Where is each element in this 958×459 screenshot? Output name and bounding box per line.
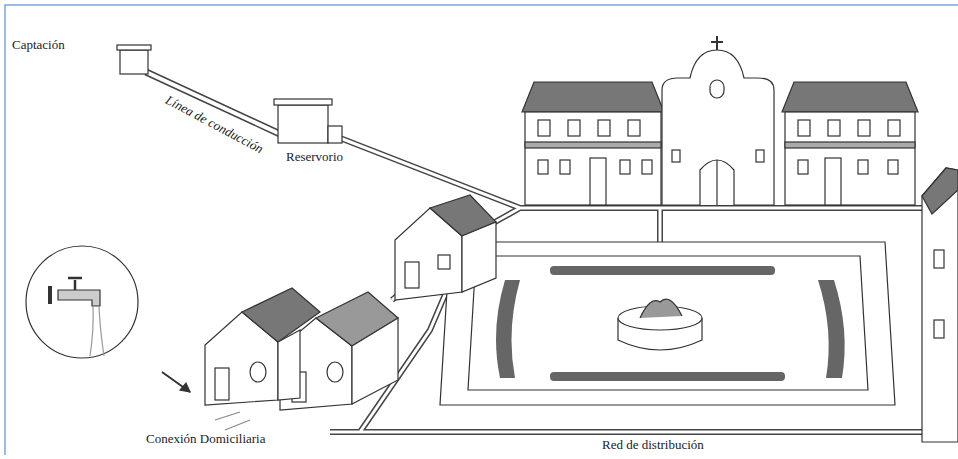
church [662,36,774,205]
faucet-callout [26,246,190,392]
house [395,195,496,300]
house [205,288,320,430]
frame-border [5,5,958,455]
town-plaza [440,242,895,405]
part-label: Red de distribución [600,438,706,453]
intake-tank [117,45,151,74]
colonial-building [782,82,918,205]
reservoir-tank [274,99,342,143]
part-label: Conexión Domiciliaria [144,432,268,447]
colonial-building [522,82,664,205]
side-building [922,168,958,442]
part-label: Reservorio [284,150,345,165]
part-label: Captación [10,38,67,53]
